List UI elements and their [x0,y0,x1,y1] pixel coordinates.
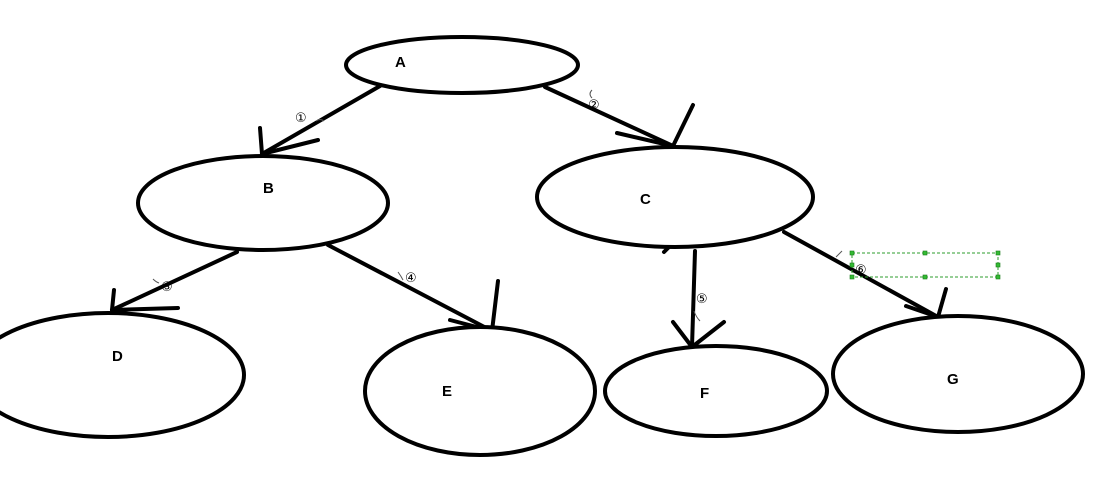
resize-handle[interactable] [922,250,928,256]
node-label-b: B [263,180,274,197]
edge-label-c-f: ⑤ [696,292,708,307]
node-d[interactable]: D [0,311,246,439]
node-a[interactable]: A [344,35,580,95]
edge-label-a-c: ② [588,98,600,113]
node-e[interactable]: E [363,325,597,457]
nodes: A B C D E F G [0,35,1085,457]
node-label-f: F [700,385,709,402]
resize-handle[interactable] [995,250,1001,256]
node-c[interactable]: C [535,145,815,249]
edges: ① ② ③ ④ [110,84,948,349]
resize-handle[interactable] [849,250,855,256]
edge-a-b[interactable]: ① [258,84,382,156]
edge-label-c-g: ⑥ [855,263,867,278]
node-f[interactable]: F [603,344,829,438]
node-label-g: G [947,371,959,388]
node-label-d: D [112,348,123,365]
edge-a-c[interactable]: ② [543,85,695,148]
edge-c-g[interactable]: ⑥ [782,230,948,319]
node-label-e: E [442,383,452,400]
selection-box[interactable] [849,250,1001,280]
resize-handle[interactable] [849,262,855,268]
resize-handle[interactable] [922,274,928,280]
edge-label-b-d: ③ [161,280,173,295]
edge-c-f[interactable]: ⑤ [662,242,726,349]
node-g[interactable]: G [831,314,1085,434]
node-label-c: C [640,191,651,208]
edge-label-a-b: ① [295,111,307,126]
edge-label-b-e: ④ [405,271,417,286]
resize-handle[interactable] [849,274,855,280]
resize-handle[interactable] [995,274,1001,280]
resize-handle[interactable] [995,262,1001,268]
node-label-a: A [395,54,406,71]
edge-b-e[interactable]: ④ [326,243,500,333]
node-b[interactable]: B [136,154,390,252]
edge-b-d[interactable]: ③ [110,250,239,312]
